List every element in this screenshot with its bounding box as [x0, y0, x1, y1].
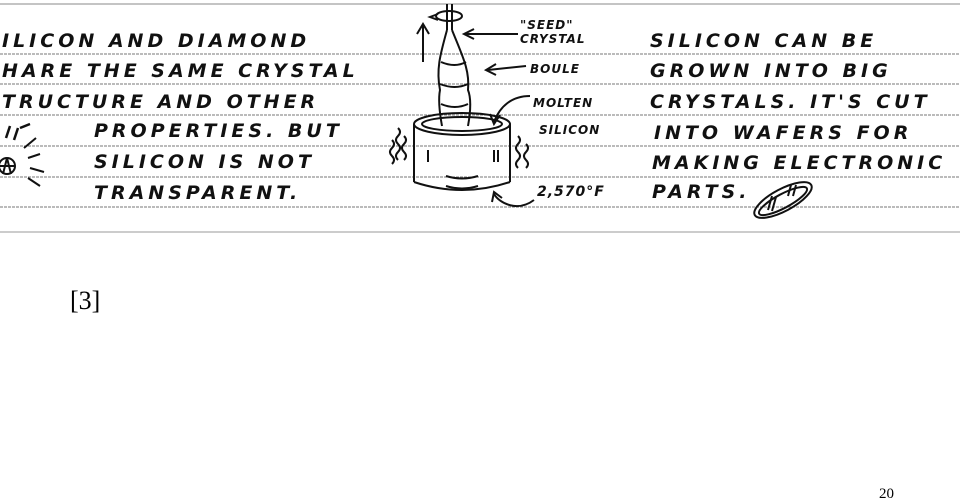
label-boule: BOULE	[530, 62, 580, 76]
note-right-line-1: SILICON CAN BE	[650, 30, 878, 52]
label-seed-crystal: "SEED" CRYSTAL	[520, 18, 586, 46]
notebook-lines	[0, 3, 960, 233]
note-right-line-5: MAKING ELECTRONIC	[652, 152, 947, 174]
note-left-line-1: ILICON AND DIAMOND	[2, 30, 311, 52]
diamond-doodle-icon	[0, 137, 45, 187]
note-right-line-6: PARTS.	[652, 181, 751, 203]
note-left-line-6: TRANSPARENT.	[94, 182, 302, 204]
note-right-line-4: INTO WAFERS FOR	[654, 122, 913, 144]
label-silicon: SILICON	[539, 123, 601, 137]
note-right-line-2: GROWN INTO BIG	[650, 60, 892, 82]
label-molten: MOLTEN	[533, 96, 594, 110]
wafer-icon	[753, 181, 813, 219]
note-left-line-5: SILICON IS NOT	[94, 151, 315, 173]
handwritten-note-strip: ILICON AND DIAMOND HARE THE SAME CRYSTAL…	[0, 0, 960, 235]
note-left-line-4: PROPERTIES. BUT	[94, 120, 343, 142]
note-right-line-3: CRYSTALS. IT'S CUT	[650, 91, 931, 113]
reference-citation: [3]	[70, 286, 101, 315]
label-temperature: 2,570°F	[537, 184, 605, 200]
note-left-line-2: HARE THE SAME CRYSTAL	[2, 60, 359, 82]
page-number: 20	[879, 486, 894, 502]
crystal-growth-diagram	[389, 4, 535, 208]
note-left-line-3: TRUCTURE AND OTHER	[2, 91, 320, 113]
